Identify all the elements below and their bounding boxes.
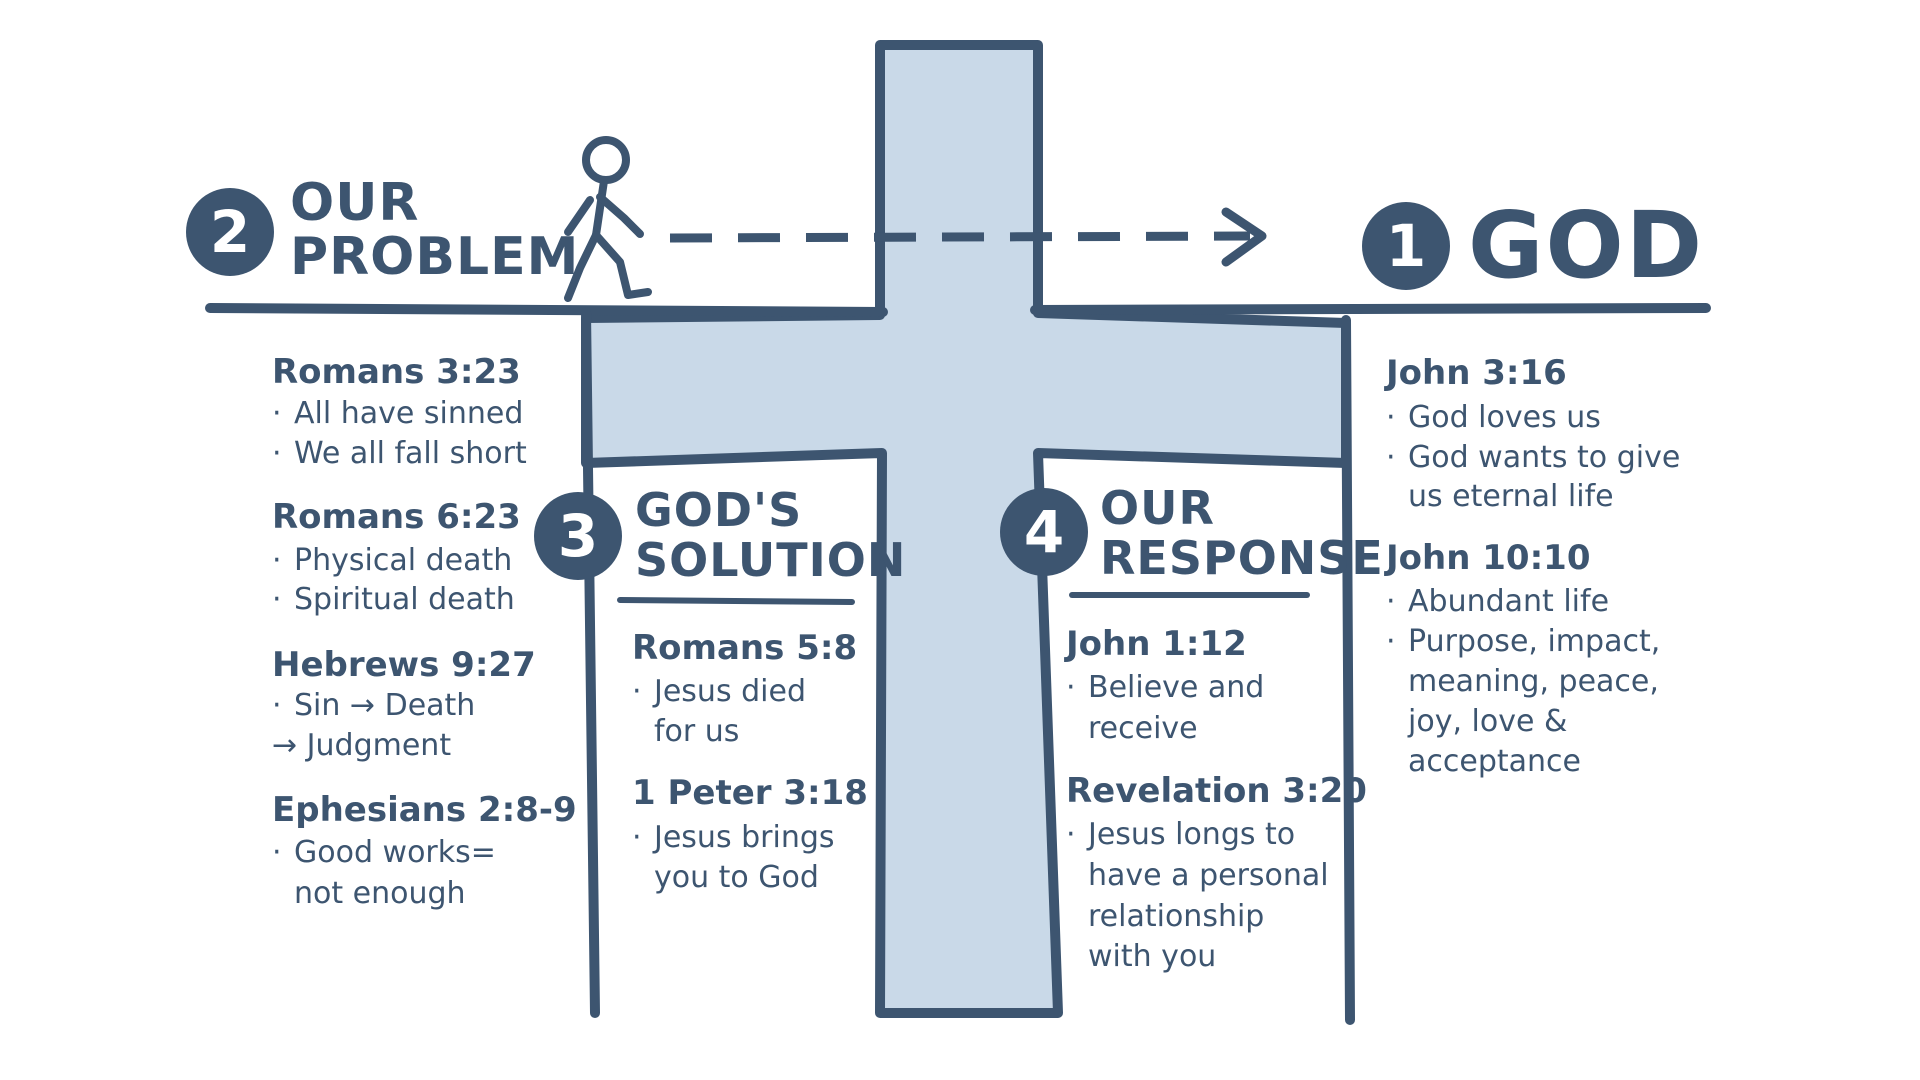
verse-point: meaning, peace, [1408, 664, 1659, 699]
verse-reference: Romans 5:8 [632, 628, 858, 668]
verse-point: joy, love & [1408, 704, 1568, 739]
verse-point: receive [1088, 711, 1198, 746]
verse-point: ·Purpose, impact, [1386, 624, 1661, 659]
verse-point: acceptance [1408, 744, 1581, 779]
verse-point: ·Good works= [272, 835, 496, 870]
verse-reference: Ephesians 2:8-9 [272, 790, 577, 830]
verse-point: have a personal [1088, 858, 1329, 893]
problem-title-line2: PROBLEM [290, 227, 580, 287]
verse-point: with you [1088, 939, 1217, 974]
badge-god [1362, 202, 1450, 290]
verse-reference: Romans 6:23 [272, 497, 521, 537]
verse-point: relationship [1088, 899, 1265, 934]
badge-problem [186, 188, 274, 276]
badge-problem-number: 2 [209, 198, 251, 266]
badge-god-number: 1 [1385, 212, 1427, 280]
verse-point: ·All have sinned [272, 396, 524, 431]
verse-reference: 1 Peter 3:18 [632, 773, 868, 813]
ground-line-left [205, 303, 888, 317]
god-title: GOD [1468, 192, 1705, 299]
verse-point: ·Jesus died [632, 674, 806, 709]
problem-title-line1: OUR [290, 173, 420, 233]
verse-point: for us [654, 714, 740, 749]
chasm-right-wall [1341, 315, 1355, 1025]
badge-solution-number: 3 [557, 502, 599, 570]
verse-point: ·Abundant life [1386, 584, 1610, 619]
verse-reference: Hebrews 9:27 [272, 645, 536, 685]
verse-point: ·Believe and [1066, 670, 1265, 705]
verse-point: ·Sin → Death [272, 688, 476, 723]
solution-title-line1: GOD'S [635, 483, 803, 537]
response-title-line2: RESPONSE [1100, 531, 1384, 585]
verse-point: ·Jesus brings [632, 820, 835, 855]
walking-person-icon [564, 136, 652, 302]
verse-reference: John 10:10 [1386, 538, 1591, 578]
solution-title-line2: SOLUTION [635, 533, 907, 587]
verse-reference: Romans 3:23 [272, 352, 521, 392]
verse-point: us eternal life [1408, 479, 1614, 514]
badge-response-number: 4 [1023, 498, 1065, 566]
chasm-left-wall [581, 307, 600, 1018]
dashed-arrow-icon [669, 207, 1267, 267]
response-title-line1: OUR [1100, 481, 1215, 535]
verse-point: ·Jesus longs to [1066, 817, 1296, 852]
verse-reference: Revelation 3:20 [1066, 771, 1367, 811]
solution-underline [617, 597, 855, 605]
verse-point: you to God [654, 860, 819, 895]
verse-point: ·God loves us [1386, 400, 1601, 435]
verse-reference: John 1:12 [1066, 624, 1247, 664]
verse-point: not enough [294, 876, 466, 911]
verse-point: ·Physical death [272, 543, 513, 578]
verse-point: ·We all fall short [272, 436, 527, 471]
verse-point: → Judgment [272, 728, 452, 763]
verse-point: ·Spiritual death [272, 582, 515, 617]
verse-reference: John 3:16 [1386, 353, 1567, 393]
verse-point: ·God wants to give [1386, 440, 1681, 475]
badge-response [1000, 488, 1088, 576]
badge-solution [534, 492, 622, 580]
ground-line-right [1030, 303, 1711, 315]
